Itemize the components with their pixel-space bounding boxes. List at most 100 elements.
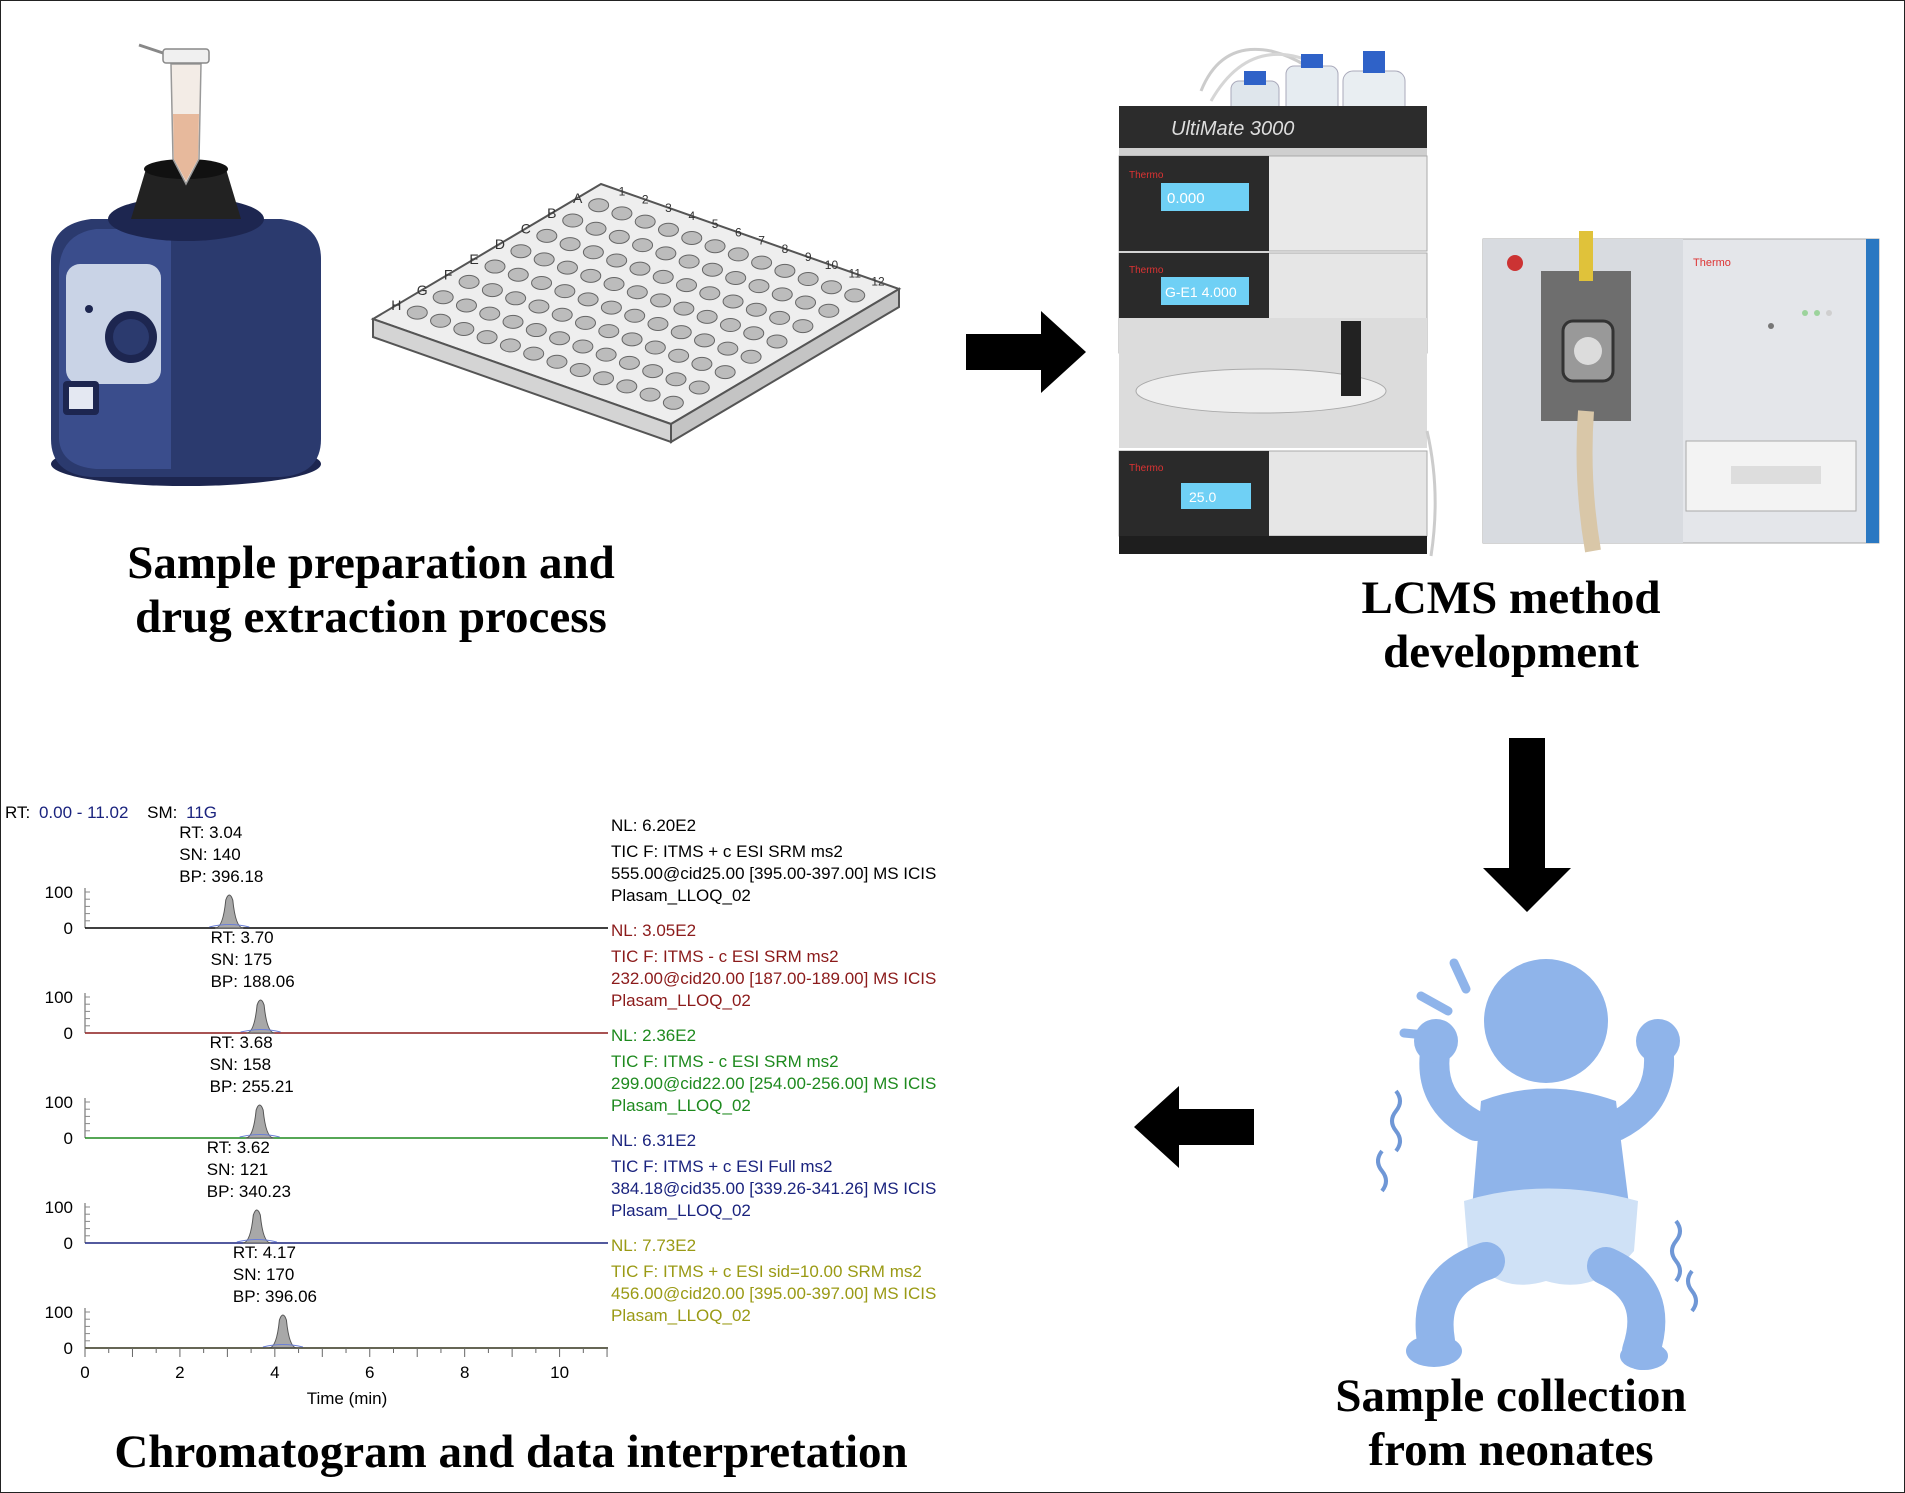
trace-nl-label: NL: 3.05E2 — [611, 921, 696, 940]
well — [458, 274, 480, 289]
well — [771, 287, 793, 302]
peak-annotation: RT: 3.70 — [211, 928, 274, 947]
well — [505, 291, 527, 306]
peak-annotation: SN: 140 — [179, 845, 240, 864]
x-tick-label: 0 — [80, 1363, 89, 1382]
peak-annotation: BP: 188.06 — [211, 972, 295, 991]
plate-col-label: 5 — [712, 217, 719, 231]
well — [572, 339, 594, 354]
well — [432, 290, 454, 305]
well — [577, 292, 599, 307]
trace-filter-info: Plasam_LLOQ_02 — [611, 1096, 751, 1115]
well — [549, 331, 571, 346]
peak-annotation: SN: 158 — [210, 1055, 271, 1074]
caption-chromatogram-line1: Chromatogram and data interpretation — [114, 1426, 908, 1478]
well — [551, 307, 573, 322]
well — [676, 278, 698, 293]
trace-filter-info: Plasam_LLOQ_02 — [611, 1306, 751, 1325]
well — [792, 319, 814, 334]
caption-neonates: Sample collection from neonates — [1301, 1369, 1721, 1477]
peak-fit-line — [236, 1239, 277, 1243]
well — [624, 308, 646, 323]
plate-col-label: 12 — [871, 275, 885, 289]
peak-annotation: BP: 396.18 — [179, 867, 263, 886]
well — [528, 299, 550, 314]
brand-label-1: Thermo — [1129, 170, 1164, 181]
caption-lcms: LCMS method development — [1271, 571, 1751, 679]
well — [634, 214, 656, 229]
plate-col-label: 8 — [782, 242, 789, 256]
well — [650, 293, 672, 308]
neonate-illustration — [1376, 958, 1698, 1370]
well — [603, 277, 625, 292]
well — [717, 341, 739, 356]
well — [559, 237, 581, 252]
trace-nl-label: NL: 2.36E2 — [611, 1026, 696, 1045]
plate-row-label: G — [417, 282, 428, 298]
well — [844, 288, 866, 303]
trace-filter-info: Plasam_LLOQ_02 — [611, 886, 751, 905]
chart-header: RT: 0.00 - 11.02 SM: 11G — [5, 803, 217, 822]
plate-row-label: A — [573, 190, 583, 206]
well — [484, 259, 506, 274]
x-tick-label: 6 — [365, 1363, 374, 1382]
well — [593, 371, 615, 386]
well — [536, 228, 558, 243]
well — [608, 229, 630, 244]
well — [632, 238, 654, 253]
well — [582, 245, 604, 260]
arrow-down-icon — [1483, 738, 1571, 912]
x-tick-label: 4 — [270, 1363, 279, 1382]
well — [574, 315, 596, 330]
mass-spectrometer-icon: Thermo — [1482, 231, 1880, 553]
x-tick-label: 10 — [550, 1363, 569, 1382]
well — [598, 324, 620, 339]
trace-filter-info: TIC F: ITMS + c ESI sid=10.00 SRM ms2 — [611, 1262, 922, 1281]
well — [670, 325, 692, 340]
y-tick-label: 0 — [64, 1339, 73, 1358]
peak — [245, 1104, 274, 1139]
well — [748, 279, 770, 294]
well — [621, 332, 643, 347]
well — [751, 255, 773, 270]
arrow-right-icon — [966, 311, 1086, 393]
well — [510, 244, 532, 259]
trace-filter-info: TIC F: ITMS + c ESI Full ms2 — [611, 1157, 833, 1176]
well — [820, 280, 842, 295]
well — [694, 333, 716, 348]
plate-row-label: D — [495, 236, 505, 252]
caption-lcms-line2: development — [1383, 626, 1639, 678]
well — [743, 326, 765, 341]
peak — [268, 1314, 298, 1349]
trace-filter-info: TIC F: ITMS - c ESI SRM ms2 — [611, 947, 839, 966]
well — [704, 239, 726, 254]
trace-filter-info: Plasam_LLOQ_02 — [611, 991, 751, 1010]
well — [569, 362, 591, 377]
y-tick-label: 0 — [64, 1024, 73, 1043]
arrow-left-icon — [1134, 1086, 1254, 1168]
x-axis-label: Time (min) — [307, 1389, 388, 1408]
plate-col-label: 6 — [735, 225, 742, 239]
plate-col-label: 9 — [805, 250, 812, 264]
well — [533, 252, 555, 267]
y-tick-label: 0 — [64, 1129, 73, 1148]
well — [600, 300, 622, 315]
peak — [246, 999, 275, 1034]
caption-sample-prep: Sample preparation and drug extraction p… — [61, 536, 681, 644]
caption-sample-prep-line2: drug extraction process — [135, 591, 607, 643]
caption-lcms-line1: LCMS method — [1361, 572, 1661, 624]
lcms-instrument-illustration: UltiMate 3000 Thermo 0.000 Thermo G-E1 4… — [1118, 47, 1880, 557]
well — [655, 246, 677, 261]
plate-row-label: B — [547, 205, 556, 221]
well — [618, 355, 640, 370]
plate-row-label: E — [469, 251, 478, 267]
plate-col-label: 7 — [758, 234, 765, 248]
y-tick-label: 100 — [45, 1093, 73, 1112]
well — [722, 294, 744, 309]
well — [606, 253, 628, 268]
